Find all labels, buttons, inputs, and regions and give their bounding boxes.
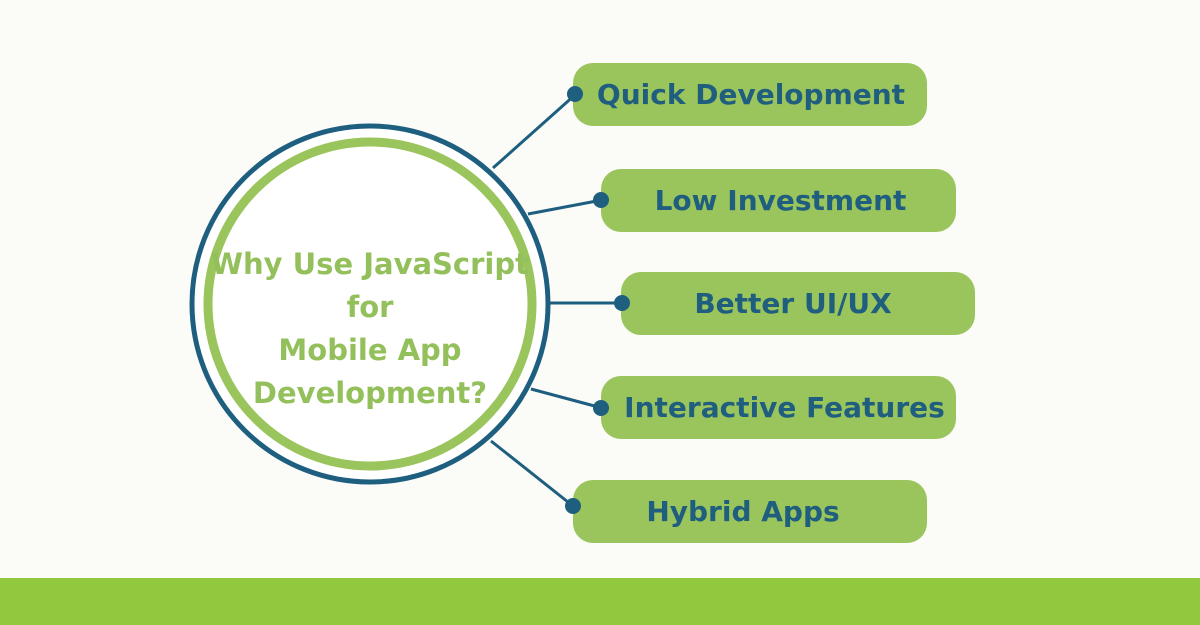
footer-band <box>0 578 1200 625</box>
hub-title-line-4: Development? <box>252 376 488 410</box>
connector-line-interactive-features <box>530 387 603 410</box>
hub-title-line-1: Why Use JavaScript <box>211 247 529 281</box>
reason-label: Low Investment <box>654 184 907 217</box>
connector-line-low-investment <box>527 198 603 216</box>
hub-title: Why Use JavaScript for Mobile App Develo… <box>200 243 540 415</box>
connector-dot-hybrid-apps <box>565 498 581 514</box>
hub-title-line-3: Mobile App <box>278 333 462 367</box>
reason-label: Hybrid Apps <box>646 495 840 528</box>
reason-pill-low-investment: Low Investment <box>601 169 956 232</box>
connector-line-hybrid-apps <box>490 439 574 508</box>
reason-pill-hybrid-apps: Hybrid Apps <box>573 480 927 543</box>
reason-pill-better-ui-ux: Better UI/UX <box>621 272 975 335</box>
reason-label: Quick Development <box>596 78 906 111</box>
connector-dot-low-investment <box>593 192 609 208</box>
hub-title-line-2: for <box>346 290 394 324</box>
connector-dot-quick-development <box>567 86 583 102</box>
reason-pill-quick-development: Quick Development <box>573 63 927 126</box>
reason-label: Better UI/UX <box>694 287 892 320</box>
connector-dot-interactive-features <box>593 400 609 416</box>
reason-label: Interactive Features <box>624 391 945 424</box>
hub-inner-ring <box>203 137 537 471</box>
connector-line-quick-development <box>492 92 577 170</box>
connector-dot-better-ui-ux <box>614 295 630 311</box>
reason-pill-interactive-features: Interactive Features <box>601 376 956 439</box>
